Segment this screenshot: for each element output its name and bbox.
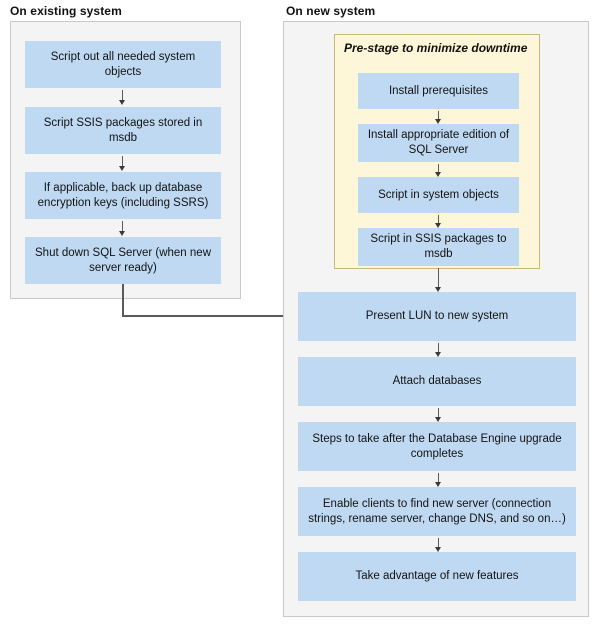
panel-title-new-system: On new system	[286, 4, 376, 18]
node-script-in-system-objects[interactable]: Script in system objects	[358, 177, 519, 213]
node-enable-clients-find-new-server[interactable]: Enable clients to find new server (conne…	[298, 487, 576, 536]
node-present-lun-to-new-system[interactable]: Present LUN to new system	[298, 292, 576, 341]
node-install-sql-server-edition[interactable]: Install appropriate edition of SQL Serve…	[358, 124, 519, 162]
node-shut-down-sql-server[interactable]: Shut down SQL Server (when new server re…	[25, 237, 221, 284]
node-script-ssis-packages[interactable]: Script SSIS packages stored in msdb	[25, 107, 221, 154]
node-script-out-system-objects[interactable]: Script out all needed system objects	[25, 41, 221, 88]
node-install-prerequisites[interactable]: Install prerequisites	[358, 73, 519, 109]
node-take-advantage-of-new-features[interactable]: Take advantage of new features	[298, 552, 576, 601]
group-prestage-label: Pre-stage to minimize downtime	[344, 41, 528, 55]
node-steps-after-database-engine-upgrade[interactable]: Steps to take after the Database Engine …	[298, 422, 576, 471]
node-script-in-ssis-packages-to-msdb[interactable]: Script in SSIS packages to msdb	[358, 228, 519, 266]
node-backup-encryption-keys[interactable]: If applicable, back up database encrypti…	[25, 172, 221, 219]
panel-title-existing-system: On existing system	[10, 4, 122, 18]
node-attach-databases[interactable]: Attach databases	[298, 357, 576, 406]
